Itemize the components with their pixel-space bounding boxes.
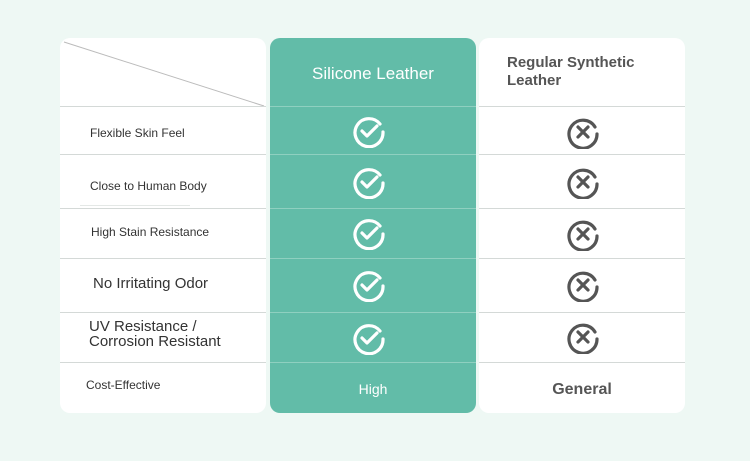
decorative-underline (80, 205, 190, 206)
row-divider (479, 154, 685, 155)
row-label-high-stain-resistance: High Stain Resistance (91, 225, 210, 239)
row-divider (270, 362, 476, 363)
row-divider (479, 106, 685, 107)
row-label-close-to-human-body: Close to Human Body (90, 179, 207, 193)
row-label-no-irritating-odor: No Irritating Odor (93, 275, 209, 292)
check-circle-icon (352, 216, 386, 250)
cross-circle-icon (566, 217, 600, 251)
check-circle-icon (352, 114, 386, 148)
row-divider (479, 208, 685, 209)
row-divider (270, 154, 476, 155)
row-divider (60, 154, 266, 155)
row-divider (60, 312, 266, 313)
cross-circle-icon (566, 320, 600, 354)
cost-effective-regular-value: General (552, 381, 612, 398)
cross-circle-icon (566, 268, 600, 302)
row-label-uv-resistance: UV Resistance / Corrosion Resistant (89, 318, 221, 350)
silicone-column-panel (270, 38, 476, 413)
row-label-flexible-skin-feel: Flexible Skin Feel (90, 126, 185, 140)
row-divider (270, 106, 476, 107)
row-divider (270, 258, 476, 259)
regular-column-panel (479, 38, 685, 413)
row-divider (270, 208, 476, 209)
row-divider (60, 106, 266, 107)
column-header-silicone-leather: Silicone Leather (312, 64, 434, 83)
check-circle-icon (352, 165, 386, 199)
column-header-regular-synthetic-leather: Regular Synthetic Leather (507, 54, 635, 89)
row-label-cost-effective: Cost-Effective (86, 378, 161, 392)
row-divider (270, 312, 476, 313)
row-divider (60, 258, 266, 259)
row-divider (479, 258, 685, 259)
check-circle-icon (352, 321, 386, 355)
row-divider (60, 208, 266, 209)
check-circle-icon (352, 268, 386, 302)
row-divider (60, 362, 266, 363)
row-divider (479, 362, 685, 363)
cost-effective-silicone-value: High (358, 381, 388, 397)
cross-circle-icon (566, 115, 600, 149)
row-divider (479, 312, 685, 313)
cross-circle-icon (566, 165, 600, 199)
